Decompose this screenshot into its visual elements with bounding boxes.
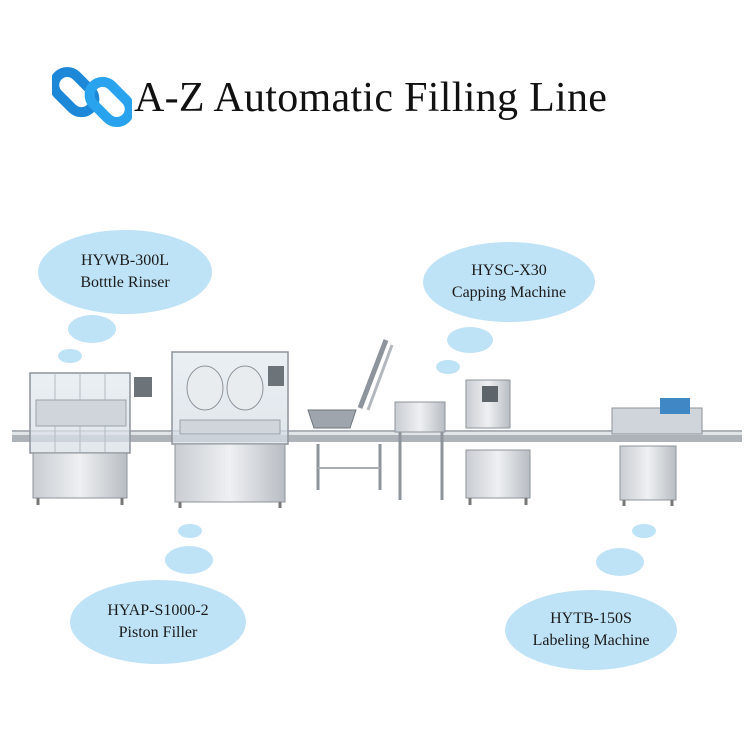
cap-sorter-machine bbox=[307, 339, 446, 500]
callout-bottle-rinser: HYWB-300L Botttle Rinser bbox=[38, 230, 212, 314]
thought-bubble bbox=[596, 548, 644, 576]
piston-filler-machine bbox=[171, 351, 289, 508]
chain-link-icon bbox=[52, 66, 132, 128]
callout-model: HYWB-300L bbox=[81, 252, 169, 269]
callout-labeling-machine: HYTB-150S Labeling Machine bbox=[505, 590, 677, 670]
page-title: A-Z Automatic Filling Line bbox=[134, 75, 608, 121]
callout-name: Piston Filler bbox=[118, 624, 198, 641]
capping-machine bbox=[465, 379, 531, 505]
callout-capping-machine: HYSC-X30 Capping Machine bbox=[423, 242, 595, 322]
bottle-rinser-machine bbox=[29, 372, 152, 505]
title-bar: A-Z Automatic Filling Line bbox=[52, 52, 712, 142]
callout-model: HYSC-X30 bbox=[471, 262, 547, 279]
callout-name: Capping Machine bbox=[451, 284, 567, 301]
callout-model: HYTB-150S bbox=[550, 610, 632, 627]
thought-bubble bbox=[58, 349, 82, 363]
labeling-machine bbox=[611, 398, 703, 506]
thought-bubble bbox=[436, 360, 460, 374]
thought-bubble bbox=[632, 524, 656, 538]
thought-bubble bbox=[165, 546, 213, 574]
thought-bubble bbox=[68, 315, 116, 343]
callout-piston-filler: HYAP-S1000-2 Piston Filler bbox=[70, 580, 246, 664]
callout-name: Labeling Machine bbox=[532, 632, 650, 649]
thought-bubble bbox=[447, 327, 493, 353]
callout-name: Botttle Rinser bbox=[80, 274, 170, 291]
thought-bubble bbox=[178, 524, 202, 538]
callout-model: HYAP-S1000-2 bbox=[107, 602, 209, 619]
